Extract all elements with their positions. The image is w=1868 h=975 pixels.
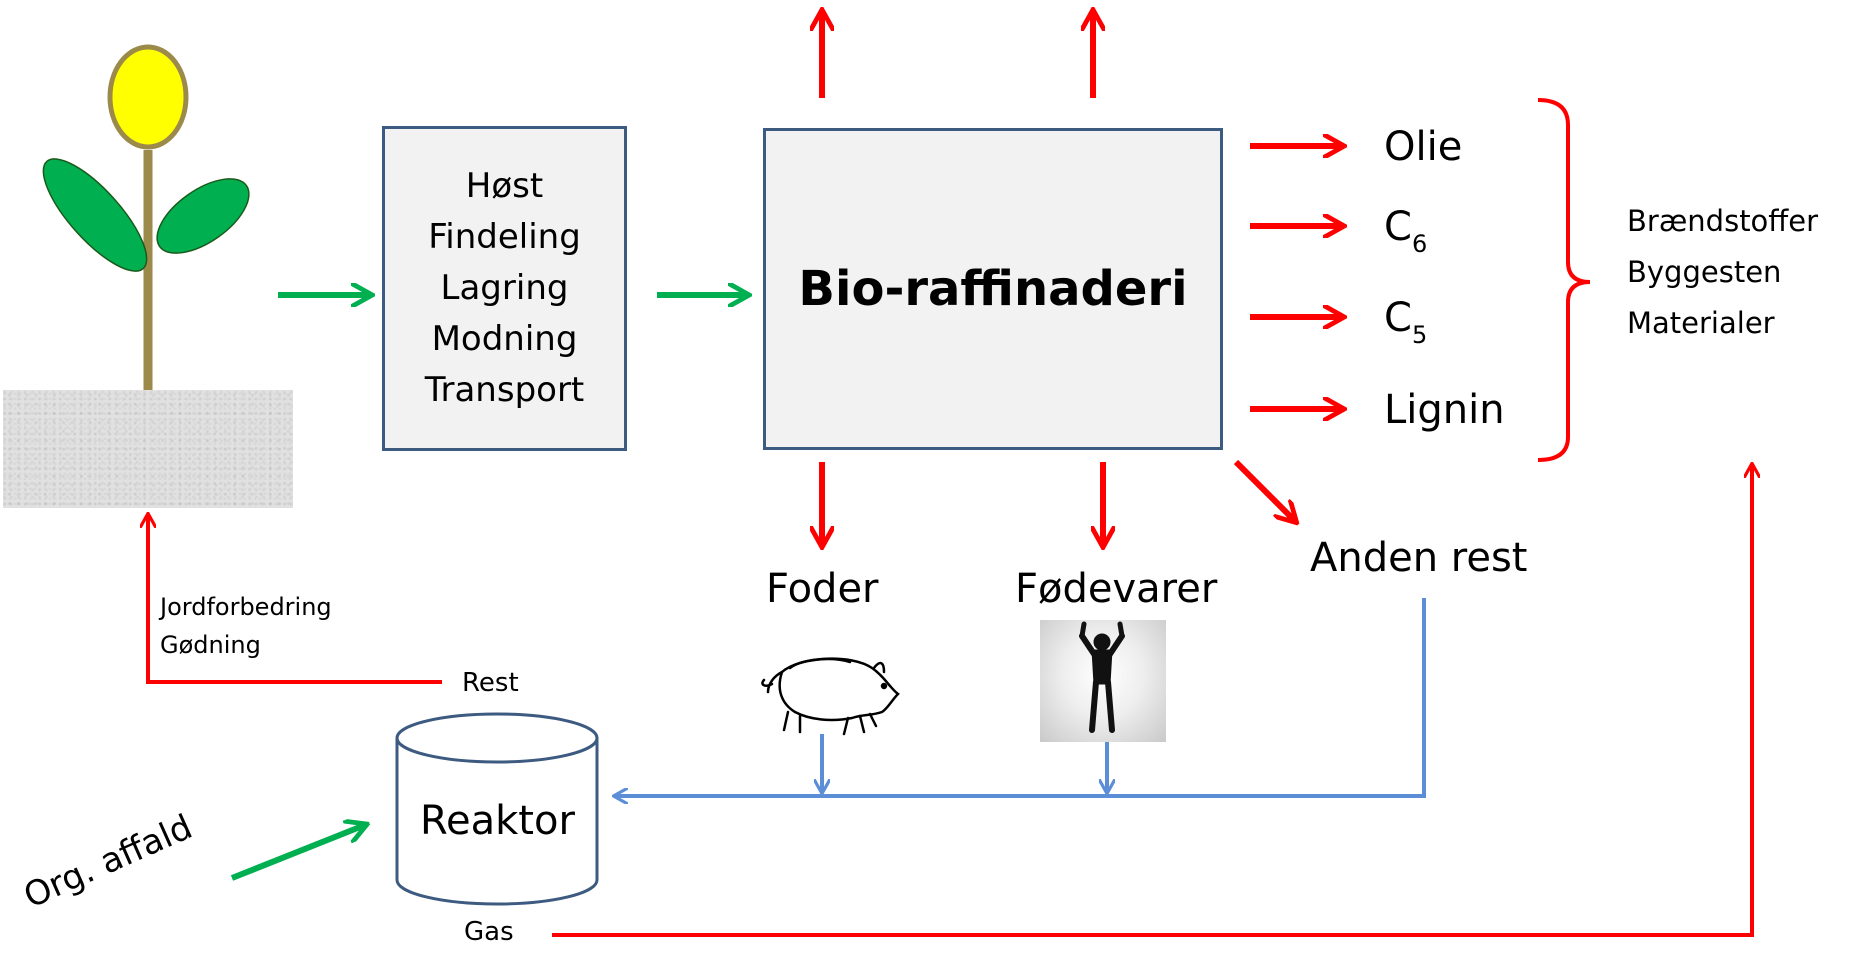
reactor-gas-label: Gas — [464, 917, 514, 947]
gas-line — [552, 465, 1752, 937]
reactor-cylinder — [395, 712, 599, 906]
plant-icon — [42, 44, 250, 390]
product-c5: C5 — [1384, 295, 1428, 349]
person-silhouette — [1079, 621, 1125, 733]
output-fodevarer: Fødevarer — [1015, 566, 1218, 612]
person-photo — [1040, 620, 1166, 742]
use-item-1: Brændstoffer — [1627, 204, 1819, 238]
soil-return-1: Jordforbedring — [160, 593, 332, 621]
harvest-process-box: Høst Findeling Lagring Modning Transport — [382, 126, 627, 451]
output-anden-rest: Anden rest — [1310, 535, 1528, 581]
product-lignin: Lignin — [1384, 387, 1505, 433]
product-c6-subscript: 6 — [1411, 230, 1428, 258]
reactor-label: Reaktor — [420, 798, 575, 844]
product-c6: C6 — [1384, 204, 1428, 258]
use-item-3: Materialer — [1627, 306, 1775, 340]
biorefinery-title: Bio-raffinaderi — [798, 261, 1188, 317]
use-item-2: Byggesten — [1627, 255, 1782, 289]
reactor-rest-label: Rest — [462, 668, 519, 698]
rest-return-line — [148, 515, 442, 684]
process-line-5: Transport — [424, 370, 585, 410]
soil-image — [3, 390, 293, 508]
arrow-to-anden-rest — [1233, 459, 1295, 521]
products-bracket — [1537, 98, 1591, 462]
soil-return-2: Gødning — [160, 631, 261, 659]
pig-icon — [761, 657, 900, 736]
soil-return-labels: Jordforbedring Gødning — [160, 588, 332, 664]
process-line-4: Modning — [431, 319, 578, 359]
residue-collector-line — [615, 598, 1426, 796]
biorefinery-box: Bio-raffinaderi — [763, 128, 1223, 450]
product-olie: Olie — [1384, 124, 1463, 170]
arrow-waste-to-reactor — [230, 825, 365, 881]
process-line-2: Findeling — [428, 217, 581, 257]
process-line-1: Høst — [465, 166, 544, 206]
process-line-3: Lagring — [440, 268, 569, 308]
product-c5-subscript: 5 — [1411, 321, 1428, 349]
output-foder: Foder — [766, 566, 879, 612]
uses-list: Brændstoffer Byggesten Materialer — [1627, 196, 1818, 349]
